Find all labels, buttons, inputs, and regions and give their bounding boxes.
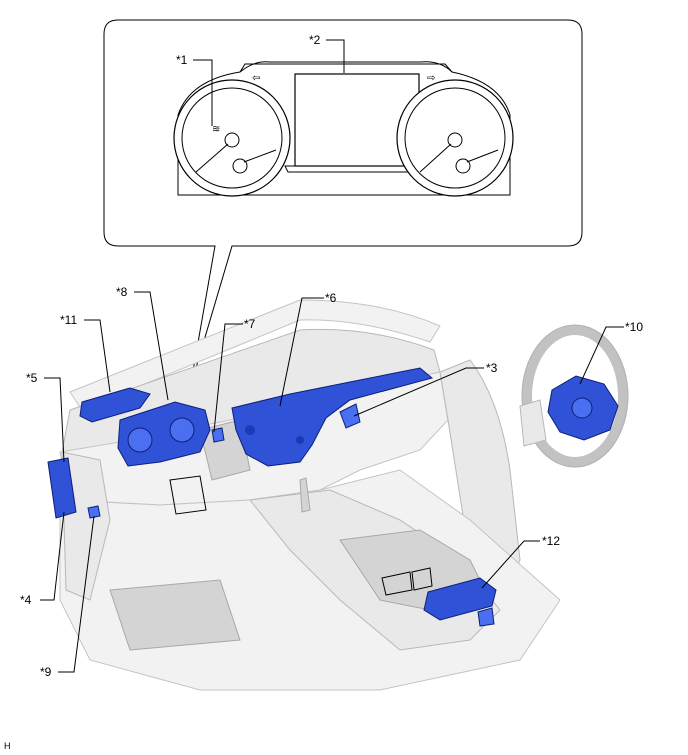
- steering-wheel-rim: [522, 325, 628, 467]
- steering-column-stub: [519, 399, 547, 447]
- meter-housing: [177, 63, 511, 196]
- oil-warning-icon: ≋: [212, 124, 220, 135]
- callout-box: [103, 19, 583, 389]
- leader-line-2: [326, 39, 345, 73]
- right-subgauge-hub: [455, 158, 471, 174]
- vehicle-interior: [59, 299, 561, 691]
- left-subgauge-needle: [243, 149, 277, 163]
- pedal-area: [169, 475, 207, 515]
- rear-vents: [381, 567, 433, 596]
- callout-label-5: *5: [26, 371, 38, 385]
- callout-label-10: *10: [625, 320, 643, 334]
- callout-label-1: *1: [176, 53, 188, 67]
- component-8-gauge-right: [169, 417, 195, 443]
- leader-lines: [40, 291, 624, 673]
- leader-line-5: [44, 377, 65, 463]
- component-7-switch: [211, 427, 225, 443]
- left-gauge-needle: [195, 143, 229, 173]
- component-6-vent-right: [296, 436, 304, 444]
- steering-wheel-drawing: [519, 324, 629, 468]
- callout-label-4: *4: [20, 593, 32, 607]
- component-6-vent-left: [245, 425, 255, 435]
- component-10-hub: [571, 397, 593, 419]
- left-subgauge-hub: [232, 158, 248, 174]
- component-12-bracket: [477, 607, 495, 627]
- left-turn-indicator-icon: ⇦: [252, 73, 260, 84]
- left-gauge-hub: [224, 132, 240, 148]
- component-3-module: [339, 403, 361, 429]
- callout-label-7: *7: [244, 317, 256, 331]
- leader-line-6: [279, 297, 324, 407]
- left-gauge-inner: [181, 87, 283, 189]
- component-5-ecu: [47, 457, 77, 519]
- right-gauge-needle: [419, 143, 452, 173]
- component-11-module: [79, 387, 151, 423]
- callout-label-9: *9: [40, 665, 52, 679]
- right-gauge-hub: [447, 132, 463, 148]
- callout-labels: *1 *2 *8 *11 *7 *6 *3 *10 *5 *4 *9 *12: [20, 33, 643, 679]
- leader-line-12: [481, 540, 540, 589]
- leader-line-1: [193, 59, 213, 126]
- steering-wheel-rim-outline: [521, 324, 629, 468]
- leader-line-8: [134, 291, 169, 401]
- leader-line-10: [579, 326, 624, 385]
- component-6-instrument-panel-module: [231, 367, 434, 467]
- component-9-connector: [87, 505, 101, 519]
- callout-label-12: *12: [542, 534, 560, 548]
- leader-line-3: [353, 367, 484, 417]
- right-subgauge-needle: [466, 149, 499, 163]
- leader-line-9: [58, 515, 95, 673]
- right-turn-indicator-icon: ⇨: [427, 73, 435, 84]
- shift-lever: [299, 477, 311, 513]
- callout-label-11: *11: [60, 313, 77, 327]
- callout-label-3: *3: [486, 361, 498, 375]
- component-8-gauge-left: [127, 427, 153, 453]
- combination-meter-drawing: ≋ ⇦ ⇨: [173, 61, 514, 197]
- meter-hood-upper: [239, 61, 453, 73]
- callout-label-6: *6: [325, 291, 337, 305]
- callout-label-8: *8: [116, 285, 128, 299]
- component-12-module: [423, 577, 497, 621]
- leader-line-7: [213, 323, 243, 433]
- floor-mat: [109, 579, 241, 651]
- leader-line-4: [40, 511, 65, 601]
- leader-line-11: [84, 319, 111, 393]
- right-gauge-inner: [404, 87, 506, 189]
- figure-corner-mark: H: [4, 741, 11, 751]
- highlighted-components: [47, 367, 497, 627]
- meter-detail-callout: ≋ ⇦ ⇨: [103, 19, 583, 389]
- callout-label-2: *2: [309, 33, 321, 47]
- left-kick-panel: [61, 451, 111, 601]
